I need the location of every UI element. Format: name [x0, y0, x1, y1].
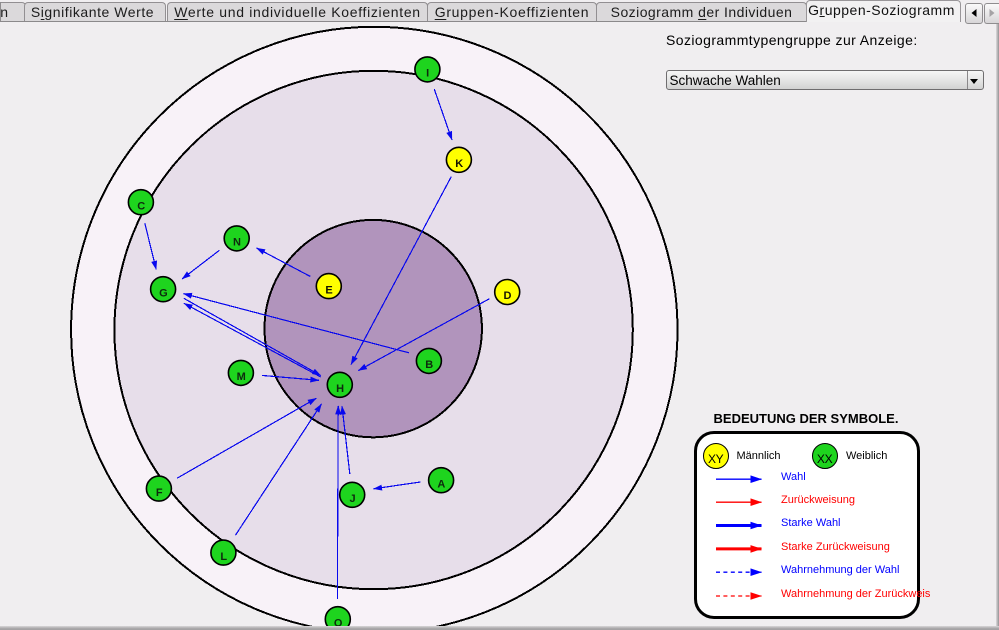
svg-text:B: B: [425, 359, 433, 371]
svg-text:M: M: [237, 371, 246, 383]
svg-text:G: G: [159, 287, 168, 299]
svg-text:F: F: [156, 487, 163, 499]
svg-text:O: O: [334, 617, 343, 629]
svg-text:A: A: [437, 478, 445, 490]
svg-text:J: J: [349, 493, 355, 505]
svg-text:K: K: [455, 158, 463, 170]
svg-text:N: N: [233, 237, 241, 249]
svg-text:E: E: [325, 284, 332, 296]
svg-text:D: D: [504, 290, 512, 302]
svg-text:I: I: [426, 68, 429, 80]
svg-text:C: C: [137, 200, 145, 212]
svg-text:H: H: [336, 383, 344, 395]
svg-text:L: L: [220, 551, 227, 563]
